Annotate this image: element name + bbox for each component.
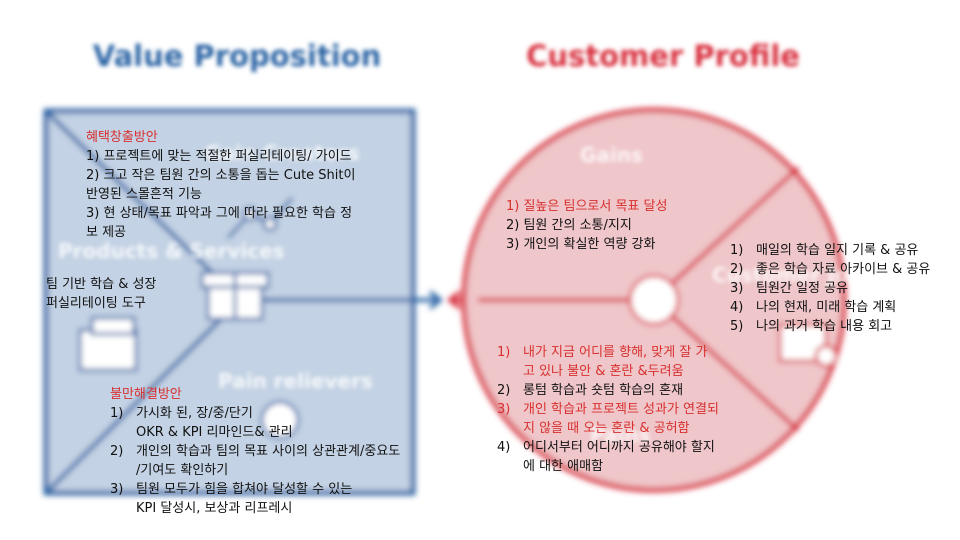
item-text: 좋은 학습 자료 아카이브 & 공유 [756,262,931,277]
pain-reliever-item: 3) 팀원 모두가 힘을 합쳐야 달성할 수 있는 KPI 달성시, 보상과 리프… [110,480,400,518]
pain-item: 1) 내가 지금 어디를 향해, 맞게 잘 가 고 있나 불안 & 혼란 &두려움 [497,343,719,381]
item-text: 지 않을 때 오는 혼란 & 공허함 [523,421,690,436]
item-text: 롱텀 학습과 숏텀 학습의 혼재 [523,383,684,398]
products-block: 팀 기반 학습 & 성장 퍼실리테이팅 도구 [46,275,156,313]
item-text: /기여도 확인하기 [136,463,229,478]
gain-creators-line: 보 제공 [86,225,127,240]
gain-creators-line: 1) 프로젝트에 맞는 적절한 퍼실리테이팅/ 가이드 [86,149,352,164]
item-text: 개인의 학습과 팀의 목표 사이의 상관관계/중요도 [136,444,401,459]
item-text: 팀원간 일정 공유 [756,281,848,296]
pain-relievers-block: 불만해결방안 1) 가시화 된, 장/중/단기 OKR & KPI 리마인드& 관… [110,385,400,518]
item-number: 4) [730,300,744,315]
item-number: 5) [730,319,744,334]
item-number: 2) [110,444,124,459]
products-services-bg-label: Products & Services [58,239,285,263]
item-number: 1) [497,345,511,360]
item-text: OKR & KPI 리마인드& 관리 [136,425,293,440]
customer-job-item: 3) 팀원간 일정 공유 [730,279,930,298]
item-text: KPI 달성시, 보상과 리프레시 [136,501,293,516]
gains-item: 2) 팀원 간의 소통/지지 [506,218,632,233]
gain-creators-line: 3) 현 상태/목표 파악과 그에 따라 필요한 학습 정 [86,206,353,221]
gains-bg-label: Gains [580,143,643,167]
item-number: 2) [730,262,744,277]
customer-job-item: 1) 매일의 학습 일지 기록 & 공유 [730,241,930,260]
gains-block: 1) 질높은 팀으로서 목표 달성 2) 팀원 간의 소통/지지 3) 개인의 … [506,197,667,254]
products-line: 팀 기반 학습 & 성장 [46,277,157,292]
pain-item: 2) 롱텀 학습과 숏텀 학습의 혼재 [497,381,719,400]
item-number: 1) [110,406,124,421]
gain-creators-bg-label: Gain Creators [205,141,360,165]
item-text: 고 있나 불안 & 혼란 &두려움 [523,364,684,379]
item-number: 3) [110,482,124,497]
pains-bg-label: Pains [590,423,651,447]
customer-job-item: 4) 나의 현재, 미래 학습 계획 [730,298,930,317]
pain-item: 4) 어디서부터 어디까지 공유해야 할지 에 대한 애매함 [497,438,719,476]
gain-creators-heading: 혜택창출방안 [86,130,158,145]
item-number: 4) [497,440,511,455]
item-text: 어디서부터 어디까지 공유해야 할지 [523,440,715,455]
gain-creators-line: 2) 크고 작은 팀원 간의 소통을 돕는 Cute Shit이 [86,168,356,183]
customer-job-item: 5) 나의 과거 학습 내용 회고 [730,317,930,336]
gain-creators-line: 반영된 스몰흔적 기능 [86,187,202,202]
gain-creators-block: 혜택창출방안 1) 프로젝트에 맞는 적절한 퍼실리테이팅/ 가이드 2) 크고… [86,128,355,242]
gains-item: 3) 개인의 확실한 역량 강화 [506,237,656,252]
pain-item: 3) 개인 학습과 프로젝트 성과가 연결되 지 않을 때 오는 혼란 & 공허함 [497,400,719,438]
item-text: 매일의 학습 일지 기록 & 공유 [756,243,919,258]
customer-jobs-bg-label: Customer Jobs [712,263,875,287]
item-text: 내가 지금 어디를 향해, 맞게 잘 가 [523,345,708,360]
customer-jobs-block: 1) 매일의 학습 일지 기록 & 공유 2) 좋은 학습 자료 아카이브 & 공유… [730,241,930,336]
customer-profile-title: Customer Profile [526,39,800,73]
item-number: 2) [497,383,511,398]
item-text: 가시화 된, 장/중/단기 [136,406,253,421]
pain-reliever-item: 1) 가시화 된, 장/중/단기 OKR & KPI 리마인드& 관리 [110,404,400,442]
item-number: 3) [730,281,744,296]
item-text: 개인 학습과 프로젝트 성과가 연결되 [523,402,719,417]
item-text: 나의 현재, 미래 학습 계획 [756,300,897,315]
pain-relievers-bg-label: Pain relievers [218,369,373,393]
item-text: 에 대한 애매함 [523,459,604,474]
item-number: 1) [730,243,744,258]
gains-item: 1) 질높은 팀으로서 목표 달성 [506,199,668,214]
item-number: 3) [497,402,511,417]
item-text: 나의 과거 학습 내용 회고 [756,319,893,334]
value-proposition-title: Value Proposition [93,39,382,73]
item-text: 팀원 모두가 힘을 합쳐야 달성할 수 있는 [136,482,353,497]
pains-block: 1) 내가 지금 어디를 향해, 맞게 잘 가 고 있나 불안 & 혼란 &두려움… [497,343,719,476]
pain-reliever-item: 2) 개인의 학습과 팀의 목표 사이의 상관관계/중요도 /기여도 확인하기 [110,442,400,480]
customer-job-item: 2) 좋은 학습 자료 아카이브 & 공유 [730,260,930,279]
pain-relievers-heading: 불만해결방안 [110,387,182,402]
products-line: 퍼실리테이팅 도구 [46,296,146,311]
